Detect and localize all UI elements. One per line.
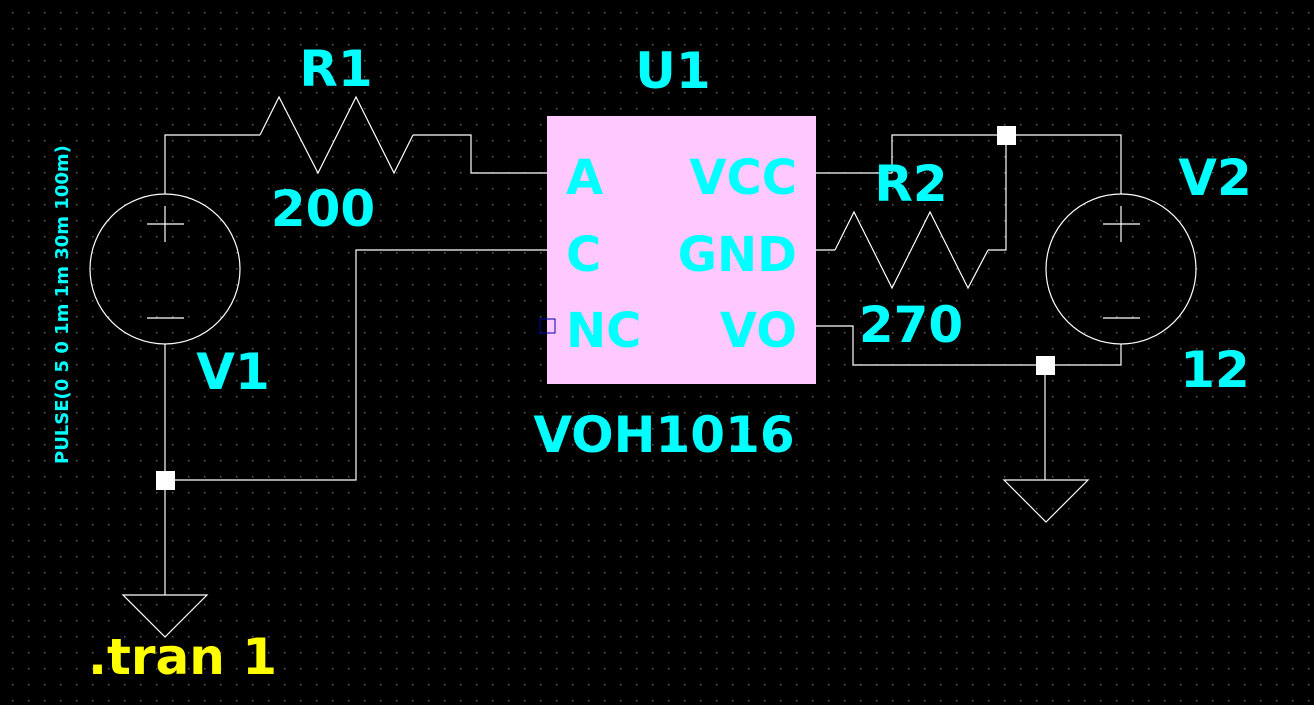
wire-r1-to-pin-a[interactable] (413, 134, 547, 174)
pin-gnd-label: GND (678, 227, 797, 283)
voltage-source-v1[interactable] (89, 193, 241, 345)
pin-a-label: A (566, 150, 603, 206)
pin-vcc-label: VCC (689, 150, 797, 206)
v2-name-label: V2 (1178, 149, 1252, 207)
r2-value-label: 270 (859, 296, 963, 354)
r1-value-label: 200 (271, 180, 375, 238)
r1-name-label: R1 (299, 40, 372, 98)
resistor-r2-symbol[interactable] (834, 210, 989, 290)
wire-pin-c-to-v1-node[interactable] (165, 249, 547, 481)
wire-pin-vo-to-ground-net[interactable] (816, 325, 1122, 366)
junction-node-ground[interactable] (1036, 356, 1055, 375)
junction-node-v1[interactable] (156, 471, 175, 490)
ground-symbol-2[interactable] (1002, 479, 1090, 523)
pin-nc-label: NC (566, 303, 641, 359)
ic-u1-body[interactable] (547, 116, 816, 384)
voltage-source-v2[interactable] (1045, 193, 1197, 345)
v2-value-label: 12 (1180, 341, 1250, 399)
pin-vo-label: VO (720, 303, 797, 359)
junction-node-vcc[interactable] (997, 126, 1016, 145)
u1-part-label: VOH1016 (533, 406, 794, 464)
wire-v1-top-to-r1[interactable] (164, 134, 260, 194)
wire-r2-to-vcc-node[interactable] (988, 135, 1007, 251)
spice-directive[interactable]: .tran 1 (88, 628, 277, 686)
pin-c-label: C (566, 227, 601, 283)
ground-symbol-1[interactable] (121, 594, 209, 638)
ic-pin-marker (539, 318, 556, 334)
resistor-r1-symbol[interactable] (259, 95, 414, 175)
r2-name-label: R2 (874, 155, 947, 213)
u1-name-label: U1 (635, 42, 710, 100)
v1-name-label: V1 (196, 343, 270, 401)
v1-value-label: PULSE(0 5 0 1m 1m 30m 100m) (52, 145, 73, 464)
